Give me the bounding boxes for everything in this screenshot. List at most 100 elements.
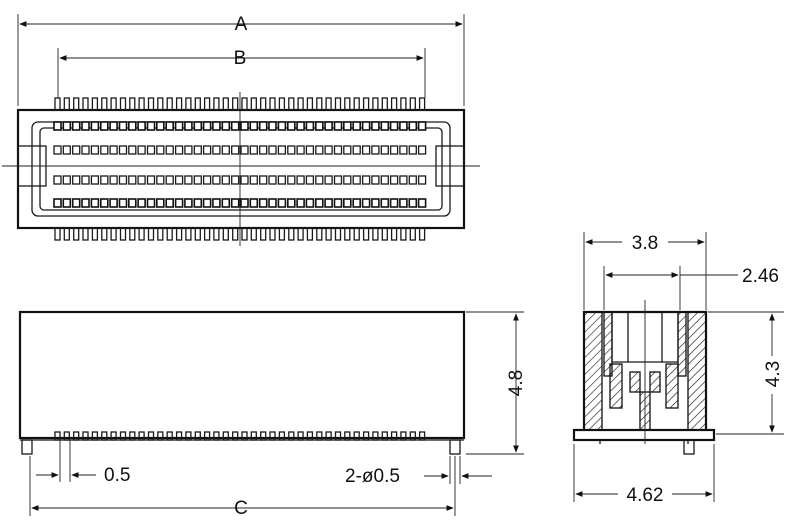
outer-pin	[400, 97, 407, 111]
contact-pad	[231, 175, 240, 185]
outer-pin	[91, 227, 99, 241]
outer-pin	[269, 227, 276, 241]
contact-pad	[118, 145, 128, 155]
front-pin	[101, 431, 108, 441]
outer-pin	[306, 97, 314, 111]
outer-pin	[334, 227, 342, 241]
front-pin	[129, 431, 136, 441]
contact-pad	[259, 145, 268, 155]
label-base-width: 4.62	[627, 485, 664, 506]
contact-pad	[268, 145, 277, 155]
contact-pad	[361, 198, 371, 208]
contact-pad	[249, 121, 259, 131]
contact-pad	[305, 145, 315, 155]
contact-pad	[296, 175, 305, 185]
contact-pad	[399, 121, 408, 131]
contact-pad	[258, 121, 268, 131]
contact-pad	[156, 145, 165, 155]
outer-pin	[222, 97, 229, 111]
outer-pin	[362, 227, 370, 241]
contact-pad	[296, 145, 305, 155]
outer-pin	[185, 97, 192, 111]
contact-pad	[352, 145, 361, 155]
front-pin	[288, 431, 295, 441]
outer-pin	[138, 227, 145, 241]
front-pin	[119, 431, 127, 441]
contact-pad	[53, 145, 62, 155]
outer-pin	[73, 97, 80, 111]
dimension-c: C	[29, 456, 456, 519]
dimension-3-8: 3.8	[583, 230, 707, 310]
contact-pad	[286, 198, 296, 208]
front-pin	[278, 431, 286, 441]
contact-pad	[380, 145, 389, 155]
outer-pin	[297, 227, 304, 241]
contact-pad	[193, 145, 202, 155]
contact-pad	[287, 145, 296, 155]
contact-pad	[118, 198, 128, 208]
front-pin	[353, 431, 360, 441]
outer-pin	[82, 227, 89, 241]
front-pin	[222, 431, 229, 441]
label-width: 3.8	[632, 233, 658, 254]
contact-pad	[352, 198, 362, 208]
contact-pad	[380, 175, 389, 185]
outer-pin	[129, 97, 136, 111]
contact-pad	[146, 145, 156, 155]
outer-pin	[278, 97, 286, 111]
contact-pad	[184, 175, 193, 185]
outer-pin	[325, 97, 332, 111]
outer-pin	[278, 227, 286, 241]
outer-pin	[119, 227, 127, 241]
contact-pad	[342, 198, 352, 208]
label-height-front: 4.8	[506, 370, 527, 396]
contact-pad	[343, 175, 352, 185]
contact-pad	[100, 145, 109, 155]
front-pin	[400, 431, 407, 441]
contact-pad	[128, 175, 137, 185]
contact-pad	[71, 121, 81, 131]
contact-pad	[193, 198, 203, 208]
dimension-4-62: 4.62	[573, 444, 715, 506]
contact-pad	[184, 121, 193, 131]
contact-pad	[221, 198, 231, 208]
dimension-a: A	[17, 14, 465, 106]
outer-pin	[185, 227, 192, 241]
contact-pad	[324, 145, 333, 155]
contact-pad	[324, 175, 333, 185]
outer-pin	[269, 97, 276, 111]
contact-pad	[53, 121, 62, 131]
top-outer-pins	[54, 97, 426, 111]
contact-pad	[249, 198, 259, 208]
contact-pad	[165, 175, 174, 185]
outer-pin	[166, 97, 173, 111]
front-pin	[325, 431, 332, 441]
contact-pad	[165, 198, 174, 208]
contact-pad	[268, 121, 277, 131]
contact-pad	[100, 175, 109, 185]
contact-pad	[212, 121, 221, 131]
contact-pad	[389, 175, 399, 185]
contact-pad	[221, 175, 230, 185]
contact-pad	[137, 121, 146, 131]
dimension-4-8: 4.8	[466, 311, 527, 455]
contact-pad	[90, 145, 100, 155]
outer-pin	[194, 97, 201, 111]
outer-pin	[334, 97, 342, 111]
contact-pad	[146, 121, 156, 131]
contact-pad	[81, 121, 90, 131]
front-pin	[409, 431, 416, 441]
contact-pad	[352, 121, 362, 131]
front-pin	[418, 431, 426, 441]
contact-pad	[174, 198, 184, 208]
label-b: B	[234, 48, 247, 69]
outer-pin	[63, 97, 70, 111]
outer-pin	[213, 227, 220, 241]
contact-pad	[109, 121, 118, 131]
front-pin	[157, 431, 164, 441]
contact-pad	[352, 175, 361, 185]
contact-pad	[268, 175, 277, 185]
contact-pad	[324, 121, 333, 131]
contact-pad	[212, 175, 221, 185]
